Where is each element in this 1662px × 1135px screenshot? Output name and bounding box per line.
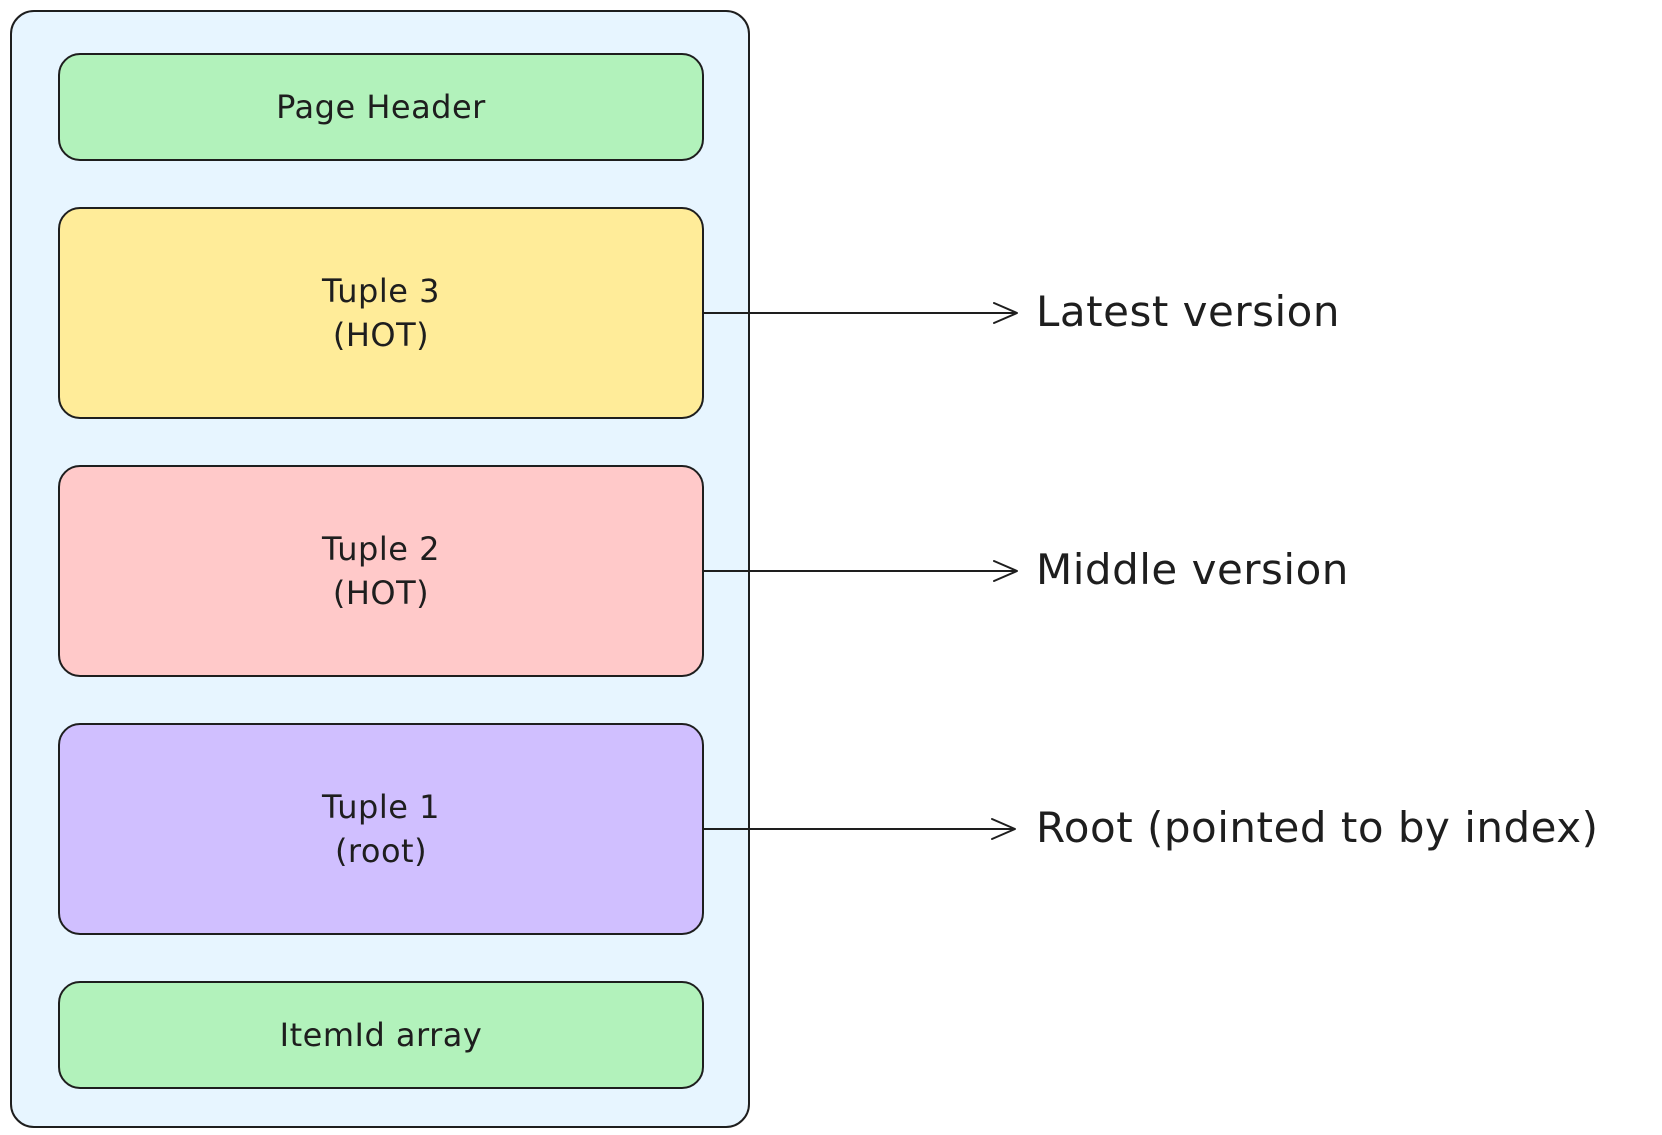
arrow-tuple-3 [703,302,1018,324]
tuple-1-block: Tuple 1 (root) [58,723,704,935]
tuple-3-block: Tuple 3 (HOT) [58,207,704,419]
arrow-tuple-2 [703,560,1018,582]
tuple-3-label: Tuple 3 [322,272,440,310]
arrow-tuple-1 [703,818,1016,840]
tuple-1-label: Tuple 1 [322,788,440,826]
page-header-block: Page Header [58,53,704,161]
callout-latest-version: Latest version [1036,287,1340,336]
tuple-2-sublabel: (HOT) [332,574,430,612]
callout-root: Root (pointed to by index) [1036,803,1599,852]
tuple-1-sublabel: (root) [334,832,428,870]
tuple-2-label: Tuple 2 [322,530,440,568]
callout-middle-version: Middle version [1036,545,1349,594]
tuple-2-block: Tuple 2 (HOT) [58,465,704,677]
page-header-label: Page Header [276,88,486,126]
itemid-array-label: ItemId array [279,1016,483,1054]
tuple-3-sublabel: (HOT) [332,316,430,354]
itemid-array-block: ItemId array [58,981,704,1089]
